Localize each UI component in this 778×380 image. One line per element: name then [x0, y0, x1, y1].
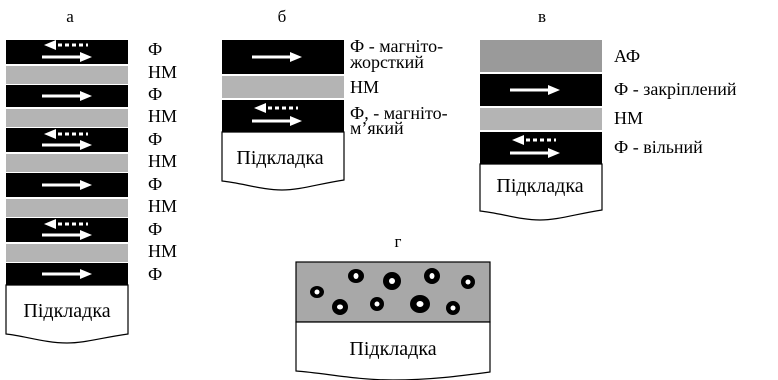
layer-label: Ф [148, 84, 162, 104]
label-antiferro: АФ [614, 46, 640, 66]
layer-nm-4 [6, 199, 128, 217]
substrate-a [5, 284, 129, 344]
layer-label: НМ [148, 62, 177, 82]
arrowhead-right-icon [290, 52, 302, 62]
layer-label: НМ [148, 241, 177, 261]
substrate-c [479, 163, 603, 221]
arrow-group-b [252, 52, 302, 126]
arrowhead-right-icon [80, 91, 92, 101]
layer-nm-2 [6, 109, 128, 127]
arrow-group-c [510, 85, 560, 158]
layer-ferro-soft [222, 100, 344, 132]
panel-b: б Підкладка Ф - магніто- жорсткий НМ Ф, … [221, 7, 448, 191]
substrate-d-label: Підкладка [349, 338, 436, 360]
label-ferro-hard-line1: Ф - магніто- [350, 36, 443, 56]
arrowhead-right-icon [548, 85, 560, 95]
label-ferro-hard-line2: жорсткий [349, 52, 424, 72]
substrate-b [221, 131, 345, 191]
layer-antiferro [480, 40, 602, 72]
arrowhead-right-icon [80, 180, 92, 190]
label-ferro-free: Ф - вільний [614, 137, 703, 157]
arrowhead-right-icon [80, 140, 92, 150]
arrowhead-left-icon [44, 40, 56, 50]
granular-matrix [295, 261, 491, 323]
substrate-c-label: Підкладка [496, 175, 583, 197]
arrowhead-right-icon [80, 230, 92, 240]
layer-label: Ф [148, 219, 162, 239]
layer-nm-1 [6, 66, 128, 84]
arrowhead-left-icon [44, 129, 56, 139]
arrowhead-right-icon [80, 269, 92, 279]
label-nm: НМ [350, 77, 379, 97]
layer-nm [480, 108, 602, 130]
layer-label: Ф [148, 129, 162, 149]
panel-d: г Підкладка [295, 232, 491, 380]
layer-nm-3 [6, 154, 128, 172]
arrowhead-right-icon [290, 116, 302, 126]
arrowhead-left-icon [512, 135, 524, 145]
layer-ferro-3 [6, 128, 128, 152]
label-ferro-soft-line1: Ф, - магніто- [350, 103, 448, 123]
label-ferro-soft-line2: м’який [350, 118, 404, 138]
layer-label: Ф [148, 174, 162, 194]
arrow-group-a [42, 40, 92, 279]
granules [310, 268, 475, 315]
layer-label: Ф [148, 39, 162, 59]
layer-ferro-free [480, 132, 602, 164]
arrowhead-left-icon [254, 103, 266, 113]
layer-label: НМ [148, 196, 177, 216]
arrowhead-right-icon [548, 148, 560, 158]
label-nm: НМ [614, 108, 643, 128]
layer-nm-5 [6, 244, 128, 262]
arrowhead-left-icon [44, 219, 56, 229]
panel-c: в Підкладка АФ Ф - закріплений НМ Ф - ві… [479, 7, 737, 221]
panel-b-letter: б [278, 7, 287, 26]
layer-label: НМ [148, 106, 177, 126]
substrate-b-label: Підкладка [236, 147, 323, 169]
panel-c-letter: в [538, 7, 546, 26]
panel-a-letter: а [66, 7, 74, 26]
layer-label: Ф [148, 264, 162, 284]
arrowhead-right-icon [80, 52, 92, 62]
label-ferro-fixed: Ф - закріплений [614, 79, 737, 99]
panel-d-letter: г [395, 232, 402, 251]
layer-label: НМ [148, 151, 177, 171]
panel-a: а [5, 7, 177, 344]
layer-ferro-5 [6, 218, 128, 242]
substrate-a-label: Підкладка [23, 300, 110, 322]
layer-nm [222, 76, 344, 98]
